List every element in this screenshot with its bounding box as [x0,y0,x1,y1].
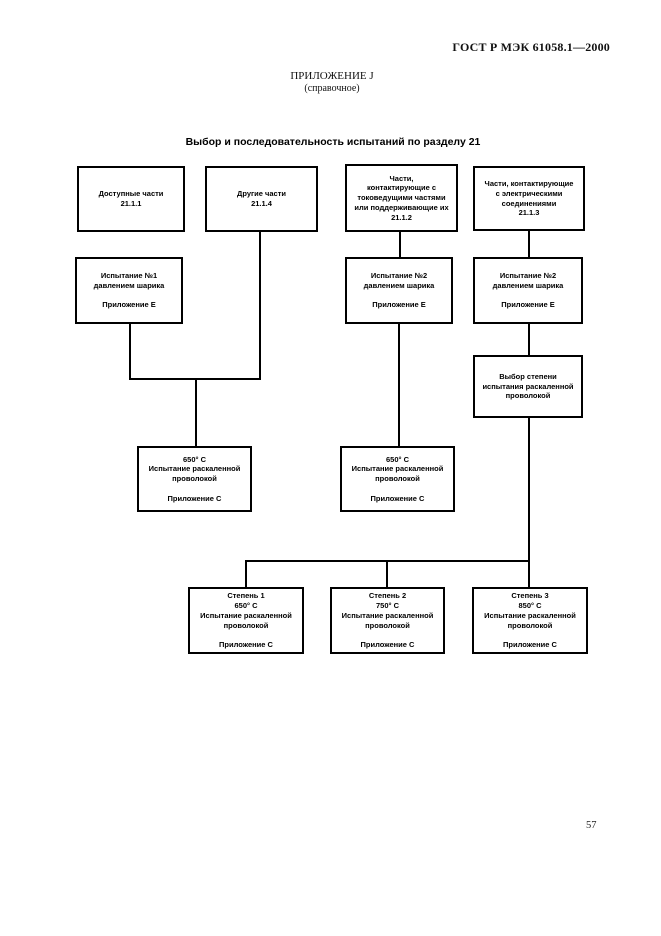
node-glow-wire-650-left: 650° С Испытание раскаленной проволокой … [137,446,252,512]
connector-electrical-to-test2 [528,231,530,257]
node-severity1-650: Степень 1 650° С Испытание раскаленной п… [188,587,304,654]
connector-other-parts-down [259,232,261,378]
standard-code-header: ГОСТ Р МЭК 61058.1—2000 [452,40,610,54]
connector-test1-down [129,324,131,380]
connector-bus-to-severity1 [245,560,247,587]
connector-test2mid-to-glowwire650 [398,324,400,446]
annex-heading: ПРИЛОЖЕНИЕ J (справочное) [252,70,412,94]
node-live-contact-parts: Части, контактирующие с токоведущими час… [345,164,458,232]
node-severity3-850: Степень 3 850° С Испытание раскаленной п… [472,587,588,654]
connector-test2right-to-choice [528,324,530,355]
flowchart-title: Выбор и последовательность испытаний по … [185,136,481,148]
node-severity2-750: Степень 2 750° С Испытание раскаленной п… [330,587,445,654]
node-other-parts: Другие части 21.1.4 [205,166,318,232]
node-glow-wire-severity-choice: Выбор степени испытания раскаленной пров… [473,355,583,418]
node-test1-ball-pressure: Испытание №1 давлением шарика Приложение… [75,257,183,324]
connector-bus-to-severity2 [386,560,388,587]
annex-note: (справочное) [304,83,360,94]
connector-liveparts-to-test2 [399,232,401,257]
connector-left-to-glowwire650 [195,378,197,446]
node-glow-wire-650-mid: 650° С Испытание раскаленной проволокой … [340,446,455,512]
node-electrical-connection-parts: Части, контактирующие с электрическими с… [473,166,585,231]
connector-choice-to-severity3 [528,418,530,587]
node-accessible-parts: Доступные части 21.1.1 [77,166,185,232]
node-test2-ball-pressure-mid: Испытание №2 давлением шарика Приложение… [345,257,453,324]
annex-title: ПРИЛОЖЕНИЕ J [290,70,374,82]
page-number: 57 [586,820,597,831]
node-test2-ball-pressure-right: Испытание №2 давлением шарика Приложение… [473,257,583,324]
